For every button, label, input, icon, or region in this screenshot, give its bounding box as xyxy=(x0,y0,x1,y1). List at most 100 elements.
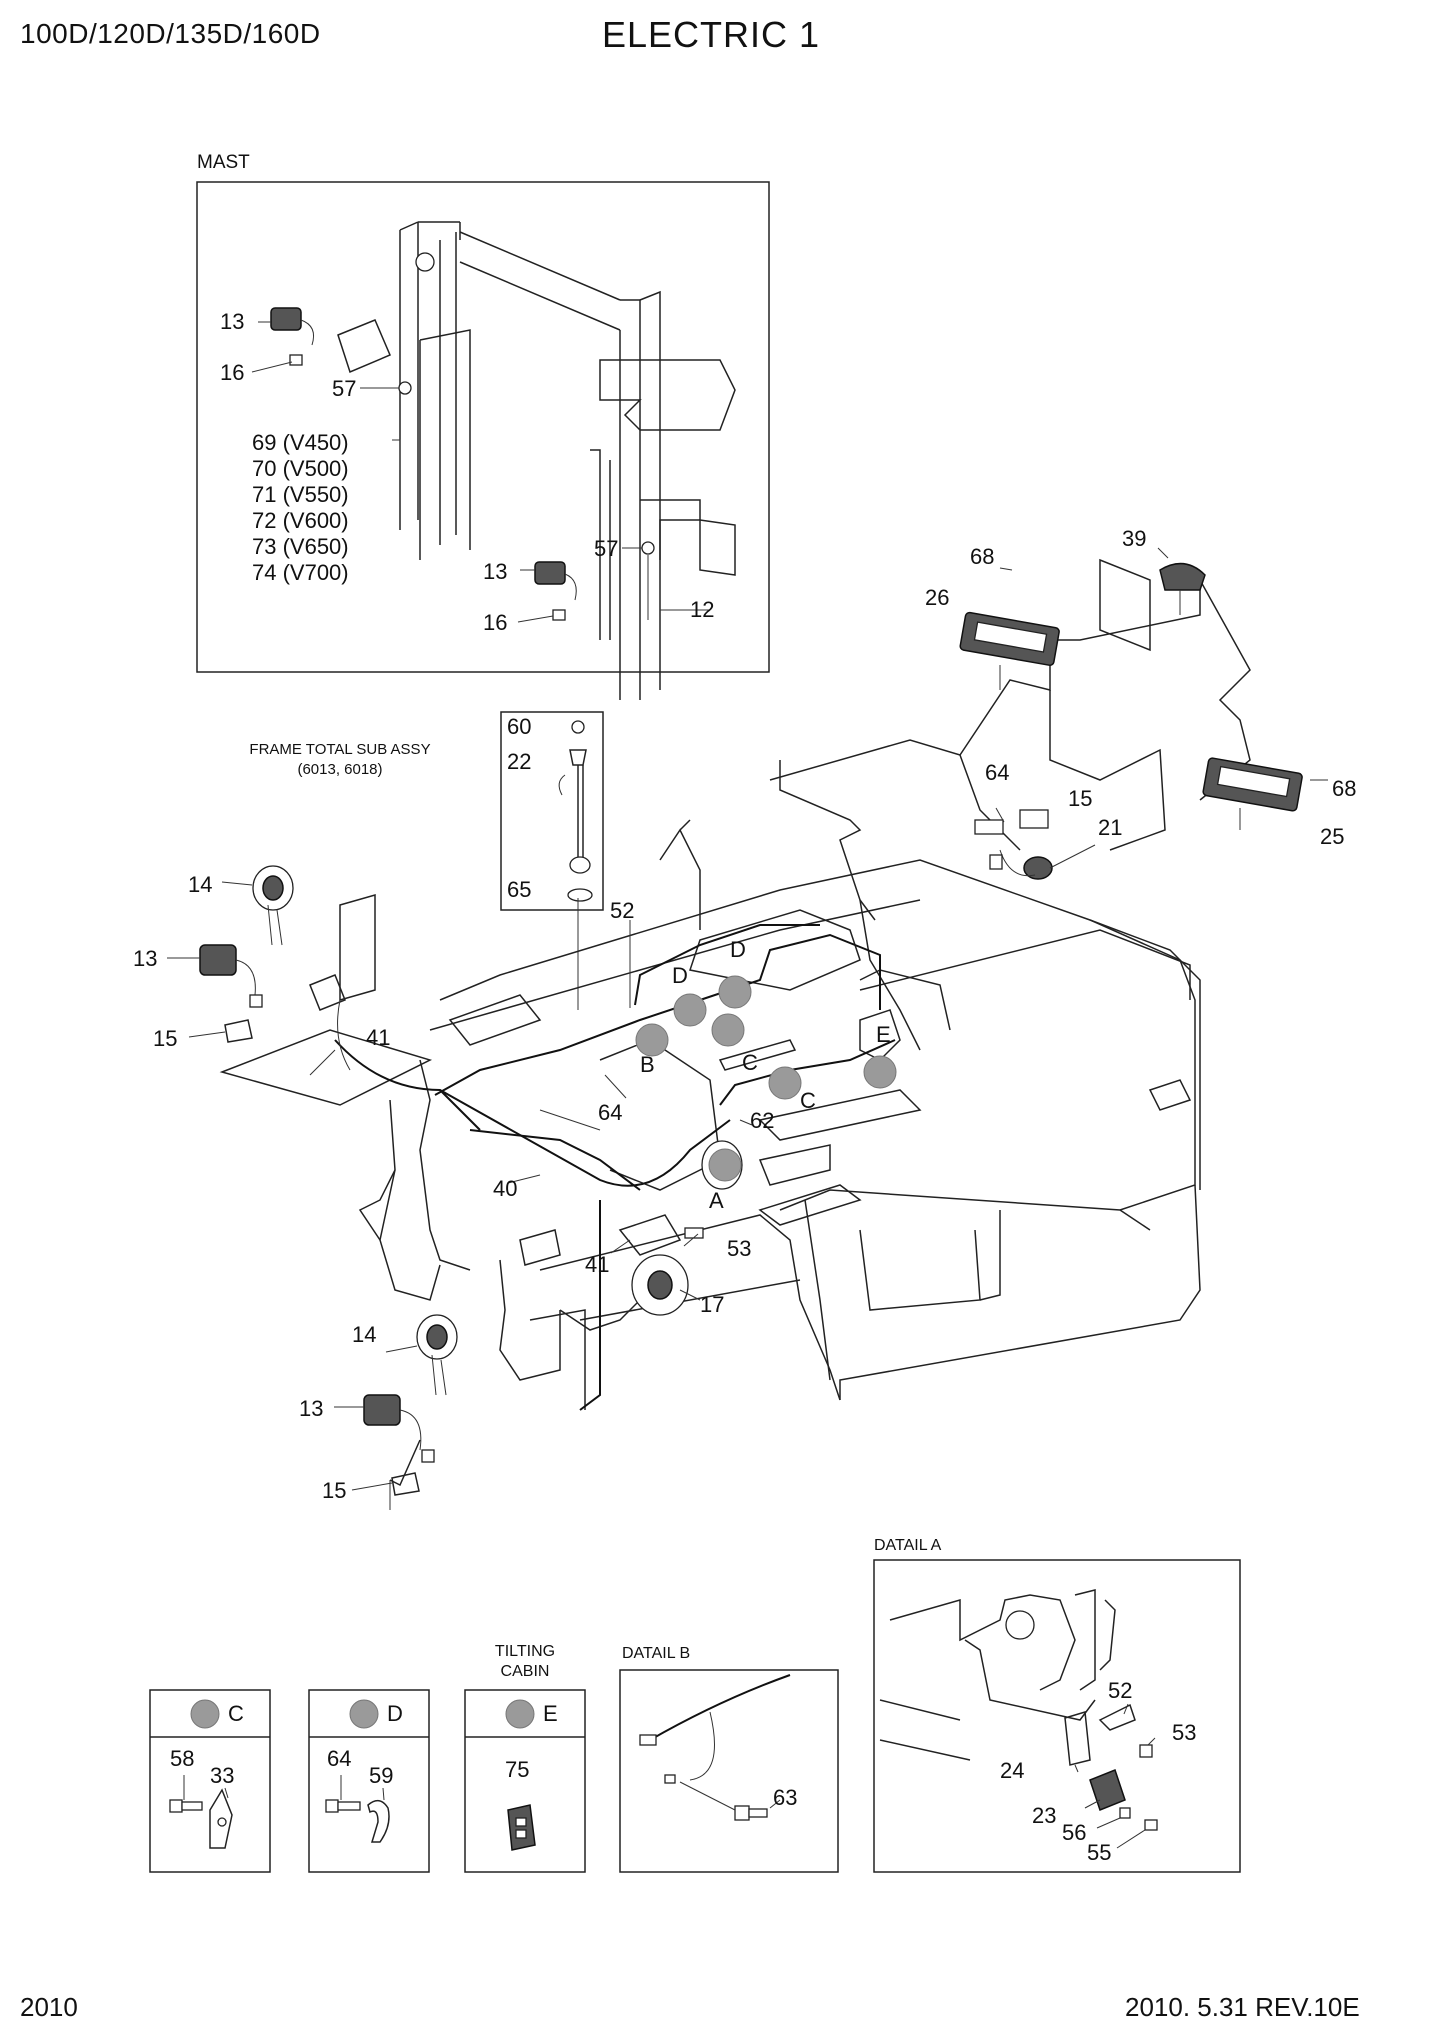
detail-e-heading-line1: TILTING xyxy=(494,1643,556,1660)
detail-d-letter: D xyxy=(387,1701,403,1726)
callout: 22 xyxy=(507,749,532,774)
model-list: 100D/120D/135D/160D xyxy=(20,18,321,49)
revision-date: 2010. 5.31 REV.10E xyxy=(1125,1992,1360,2022)
detail-letter: C xyxy=(742,1050,758,1075)
callout: 13 xyxy=(299,1396,324,1421)
mast-structure xyxy=(399,221,736,700)
frame-sub-assy-title-text: FRAME TOTAL SUB ASSY xyxy=(249,741,431,758)
page-number: 2010 xyxy=(20,1992,78,2022)
callout: 13 xyxy=(133,946,158,971)
mast-leader-lines xyxy=(251,321,710,623)
callout: 52 xyxy=(610,898,635,923)
callout: 24 xyxy=(1000,1758,1025,1783)
callout: 21 xyxy=(1098,815,1123,840)
callout: 14 xyxy=(352,1322,377,1347)
horn-17 xyxy=(618,1214,704,1316)
callout: 33 xyxy=(210,1763,235,1788)
callout: 57 xyxy=(594,536,619,561)
detail-letter: E xyxy=(876,1022,891,1047)
frame-sub-assy-code: (6013, 6018) xyxy=(297,761,383,778)
mast-variant: 73 (V650) xyxy=(252,534,349,559)
detail-letter: D xyxy=(730,937,746,962)
callout: 40 xyxy=(493,1176,518,1201)
detail-b-box xyxy=(619,1669,839,1873)
detail-c-box xyxy=(149,1689,271,1873)
callout: 64 xyxy=(985,760,1010,785)
step-plates xyxy=(448,994,862,1226)
page-title: ELECTRIC 1 xyxy=(602,14,821,55)
callout: 63 xyxy=(773,1785,798,1810)
detail-e-box xyxy=(464,1689,586,1873)
callout: 15 xyxy=(322,1478,347,1503)
callout: 55 xyxy=(1087,1840,1112,1865)
callout: 17 xyxy=(700,1292,725,1317)
callout: 65 xyxy=(507,877,532,902)
left-lamps-lower xyxy=(363,1314,458,1496)
detail-letter: A xyxy=(709,1188,724,1213)
callout: 75 xyxy=(505,1757,530,1782)
rear-combination-lamp-25 xyxy=(1202,757,1303,830)
mast-variant: 70 (V500) xyxy=(252,456,349,481)
callout: 60 xyxy=(507,714,532,739)
callout: 41 xyxy=(366,1025,391,1050)
callout: 56 xyxy=(1062,1820,1087,1845)
left-platform xyxy=(219,894,433,1106)
callout: 53 xyxy=(1172,1720,1197,1745)
mast-variant: 72 (V600) xyxy=(252,508,349,533)
callout: 57 xyxy=(332,376,357,401)
mast-frame-box xyxy=(196,181,770,673)
left-lamps-upper xyxy=(199,865,294,1043)
detail-b-title: DATAIL B xyxy=(622,1645,691,1662)
detail-c-marker xyxy=(190,1699,220,1729)
mast-work-lamp-lower xyxy=(534,561,577,621)
detail-e-letter: E xyxy=(543,1701,558,1726)
callout: 68 xyxy=(1332,776,1357,801)
mast-variant: 74 (V700) xyxy=(252,560,349,585)
callout: 52 xyxy=(1108,1678,1133,1703)
mast-work-lamp-upper xyxy=(270,307,391,374)
beacon-lamp-39 xyxy=(1099,558,1206,652)
detail-markers xyxy=(635,975,897,1182)
detail-letter: B xyxy=(640,1052,655,1077)
right-switch-group xyxy=(974,809,1053,880)
callout: 14 xyxy=(188,872,213,897)
callout: 13 xyxy=(483,559,508,584)
mast-variant: 69 (V450) xyxy=(252,430,349,455)
callout: 62 xyxy=(750,1108,775,1133)
frame-sub-assy-title: FRAME TOTAL SUB ASSY (6013, 6018) xyxy=(240,740,440,780)
detail-c-parts xyxy=(169,1775,233,1849)
callout: 68 xyxy=(970,544,995,569)
bottom-left-frame xyxy=(389,1229,586,1510)
callout: 15 xyxy=(153,1026,178,1051)
main-leader-lines xyxy=(167,547,1328,1491)
detail-a-title: DATAIL A xyxy=(874,1537,942,1554)
callout: 13 xyxy=(220,309,245,334)
callout: 64 xyxy=(598,1100,623,1125)
callout: 23 xyxy=(1032,1803,1057,1828)
callout: 16 xyxy=(483,610,508,635)
wiring-harness xyxy=(309,924,896,1411)
callout: 59 xyxy=(369,1763,394,1788)
detail-a-box xyxy=(873,1559,1241,1873)
callout: 25 xyxy=(1320,824,1345,849)
level-gauge-sensor xyxy=(558,720,593,1010)
mast-title: MAST xyxy=(197,152,250,173)
detail-c-letter: C xyxy=(228,1701,244,1726)
detail-d-parts xyxy=(325,1775,390,1843)
callout: 41 xyxy=(585,1252,610,1277)
detail-d-box xyxy=(308,1689,430,1873)
callout: 64 xyxy=(327,1746,352,1771)
detail-e-heading-line2: CABIN xyxy=(500,1663,550,1680)
chassis-frame xyxy=(358,577,1251,1401)
callout: 12 xyxy=(690,597,715,622)
detail-e-heading: TILTING CABIN xyxy=(465,1642,585,1682)
detail-e-marker xyxy=(505,1699,535,1729)
callout: 58 xyxy=(170,1746,195,1771)
detail-a-parts xyxy=(879,1589,1158,1849)
detail-d-marker xyxy=(349,1699,379,1729)
callout: 53 xyxy=(727,1236,752,1261)
mast-variant: 71 (V550) xyxy=(252,482,349,507)
callout: 39 xyxy=(1122,526,1147,551)
callout: 16 xyxy=(220,360,245,385)
